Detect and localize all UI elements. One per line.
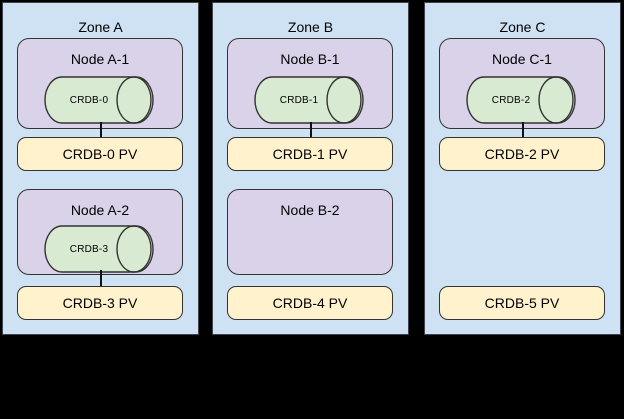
- node-b2: Node B-2: [227, 189, 393, 275]
- pv-b2: CRDB-4 PV: [227, 286, 393, 320]
- node-b1-label: Node B-1: [280, 51, 340, 67]
- pod-pv-connector-a1: [100, 122, 102, 139]
- node-b1: Node B-1 CRDB-1: [227, 38, 393, 129]
- zone-c: Zone C Node C-1 CRDB-2 CRDB-2 PV CRDB-5 …: [424, 2, 621, 335]
- node-b2-label: Node B-2: [280, 202, 340, 218]
- zone-a: Zone A Node A-1 CRDB-0 CRDB-0 PV Node A-…: [2, 2, 199, 335]
- crdb-pod-a1: CRDB-0: [44, 76, 154, 124]
- pv-a1: CRDB-0 PV: [17, 137, 183, 171]
- crdb-pod-a2-label: CRDB-3: [69, 243, 109, 255]
- crdb-pod-a2: CRDB-3: [44, 225, 154, 273]
- database-cylinder-icon: [44, 225, 154, 273]
- zone-c-label: Zone C: [499, 19, 546, 35]
- node-a2: Node A-2 CRDB-3: [17, 189, 183, 275]
- node-a1-label: Node A-1: [70, 51, 130, 67]
- database-cylinder-icon: [466, 76, 576, 124]
- pv-a2: CRDB-3 PV: [17, 286, 183, 320]
- node-a2-label: Node A-2: [70, 202, 130, 218]
- crdb-pod-b1-label: CRDB-1: [279, 94, 319, 106]
- crdb-pod-c1: CRDB-2: [466, 76, 576, 124]
- zone-a-label: Zone A: [78, 19, 123, 35]
- pod-pv-connector-c1: [522, 122, 524, 139]
- database-cylinder-icon: [44, 76, 154, 124]
- zone-b: Zone B Node B-1 CRDB-1 CRDB-1 PV Node B-…: [212, 2, 409, 335]
- pv-c1: CRDB-2 PV: [439, 137, 605, 171]
- crdb-pod-a1-label: CRDB-0: [69, 94, 109, 106]
- database-cylinder-icon: [254, 76, 364, 124]
- pv-b1: CRDB-1 PV: [227, 137, 393, 171]
- pv-c2: CRDB-5 PV: [439, 286, 605, 320]
- zone-b-label: Zone B: [287, 19, 334, 35]
- node-a1: Node A-1 CRDB-0: [17, 38, 183, 129]
- pod-pv-connector-b1: [310, 122, 312, 139]
- crdb-pod-b1: CRDB-1: [254, 76, 364, 124]
- node-c1: Node C-1 CRDB-2: [439, 38, 605, 129]
- crdb-pod-c1-label: CRDB-2: [491, 94, 531, 106]
- node-c1-label: Node C-1: [492, 51, 552, 67]
- pod-pv-connector-a2: [100, 270, 102, 288]
